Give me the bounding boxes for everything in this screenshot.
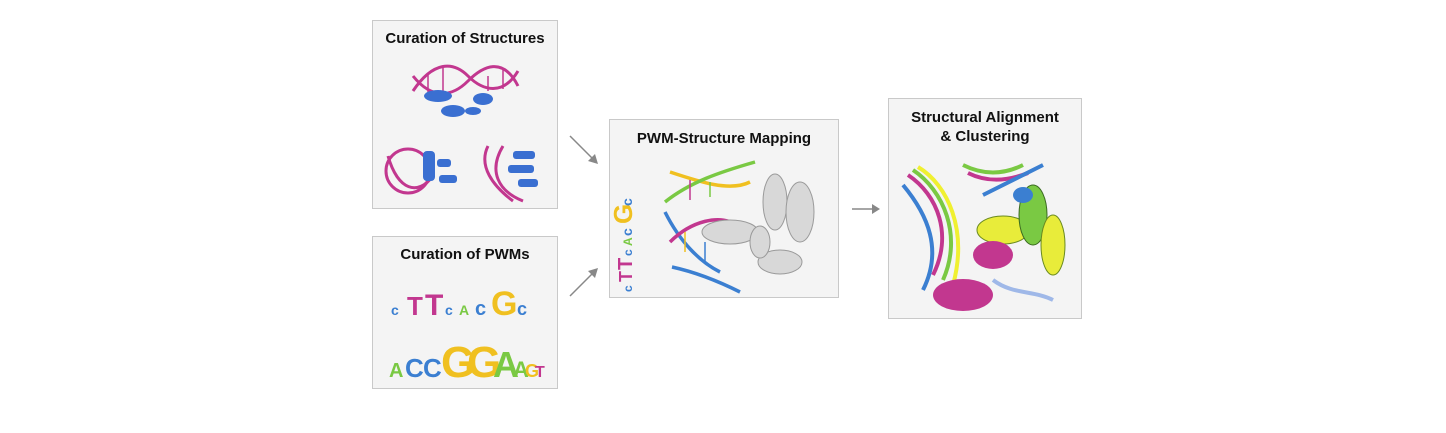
mapping-illustration: c T T c A c G c [610, 160, 815, 294]
pwms-panel: Curation of PWMs c T T c A c G c A C C G… [372, 236, 558, 389]
protein-left [423, 151, 457, 183]
svg-text:G: G [610, 204, 638, 224]
pwm-logo-1: c T T c A c G c [391, 285, 527, 322]
structures-title: Curation of Structures [385, 30, 545, 47]
pwm-logo-vertical: c T T c A c G c [610, 198, 638, 292]
svg-text:c: c [621, 249, 635, 256]
protein-gray [701, 173, 815, 275]
logo2-letter-6: A [493, 344, 519, 383]
logo1-letter-1: c [391, 302, 399, 318]
mapping-panel: PWM-Structure Mapping c T T c A c G c [609, 119, 839, 298]
pwms-title: Curation of PWMs [400, 246, 530, 263]
svg-text:T: T [616, 271, 636, 282]
arrow-structures-to-mapping [569, 135, 598, 164]
logo2-letter-4: G [441, 338, 475, 383]
logo2-letter-9: T [535, 364, 545, 381]
aligned-dna [901, 163, 1044, 291]
logo2-letter-5: G [467, 338, 501, 383]
aligned-proteins [933, 184, 1066, 311]
logo1-letter-6: c [475, 298, 486, 320]
protein-right [508, 151, 538, 187]
svg-text:A: A [621, 237, 635, 246]
logo1-letter-5: A [459, 302, 469, 318]
logo2-letter-1: A [389, 360, 403, 382]
svg-text:c: c [619, 228, 635, 236]
logo1-letter-8: c [517, 299, 527, 319]
logo2-letter-8: G [525, 361, 539, 381]
alignment-title-line2: & Clustering [940, 128, 1030, 145]
logo2-letter-3: C [423, 353, 442, 383]
logo2-letter-7: A [513, 357, 529, 382]
structures-illustration [384, 64, 538, 203]
pwm-logo-2: A C C G G A A G T [389, 338, 545, 383]
logo1-letter-2: T [407, 291, 423, 321]
logo2-letter-2: C [405, 353, 424, 383]
dna-helix-top [411, 64, 520, 95]
dna-helix-right [483, 145, 524, 203]
alignment-title-line1: Structural Alignment [911, 109, 1059, 126]
svg-text:c: c [619, 198, 635, 206]
arrow-pwms-to-mapping [569, 268, 598, 297]
logo1-letter-3: T [425, 289, 443, 322]
logo1-letter-7: G [491, 285, 517, 322]
svg-text:c: c [621, 285, 635, 292]
mapping-title: PWM-Structure Mapping [636, 130, 812, 147]
protein-top [424, 90, 493, 117]
alignment-illustration [901, 163, 1066, 311]
logo1-letter-4: c [445, 302, 453, 318]
arrow-mapping-to-alignment [852, 204, 880, 214]
svg-text:T: T [615, 258, 637, 270]
structures-panel: Curation of Structures [372, 20, 558, 209]
alignment-panel: Structural Alignment & Clustering [888, 98, 1082, 319]
